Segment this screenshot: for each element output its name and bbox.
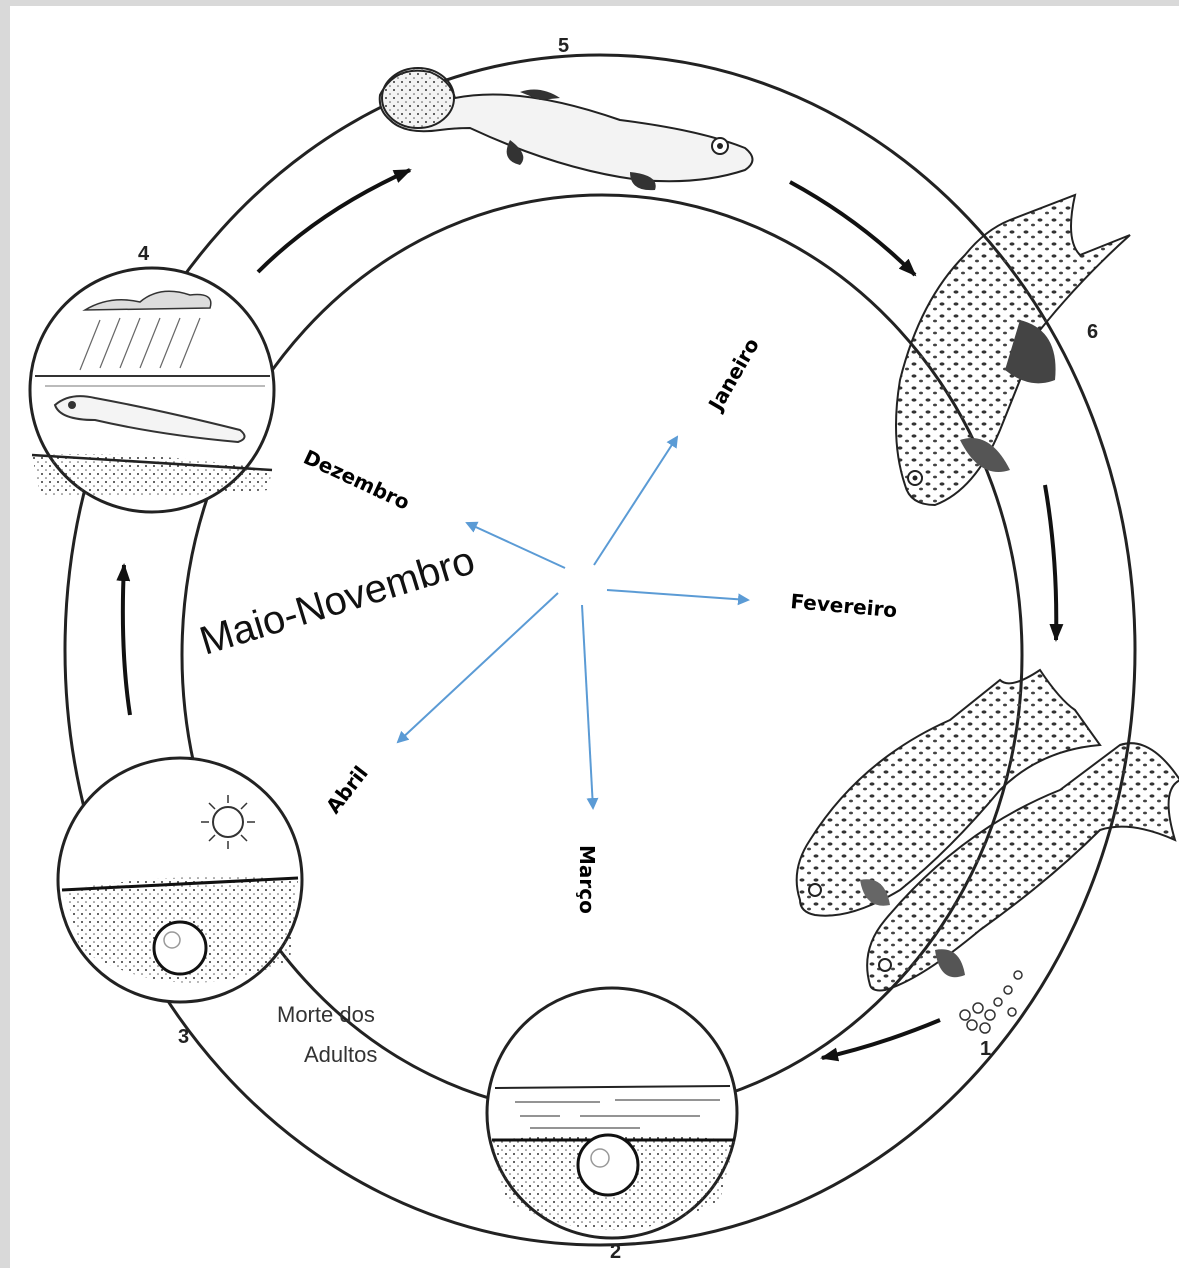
month-arrows [398, 437, 748, 808]
caption-line-1: Morte dos [277, 1002, 375, 1027]
arrow-fevereiro [607, 590, 748, 600]
stage-4-illustration [30, 268, 274, 512]
stage-number-4: 4 [138, 243, 150, 265]
stage-number-1: 1 [980, 1038, 991, 1060]
stage-number-2: 2 [610, 1241, 621, 1263]
stage-1-spawning-fish [797, 670, 1179, 1033]
arrow-dezembro [467, 523, 565, 568]
stage-number-6: 6 [1087, 321, 1098, 343]
caption-line-2: Adultos [304, 1042, 377, 1067]
month-label-janeiro: Janeiro [703, 334, 764, 416]
stage-5-juvenile-fish [380, 68, 753, 190]
month-label-dezembro: Dezembro [300, 445, 414, 515]
arrow-abril [398, 593, 558, 742]
stage-3-illustration [58, 758, 302, 1002]
month-label-fevereiro: Fevereiro [790, 589, 899, 622]
month-label-abril: Abril [321, 761, 373, 818]
stage-number-5: 5 [558, 35, 569, 57]
season-label: Maio-Novembro [195, 538, 480, 663]
stage-number-3: 3 [178, 1026, 189, 1048]
arrow-janeiro [594, 437, 677, 565]
arrow-marco [582, 605, 593, 808]
stage-2-illustration [487, 988, 737, 1238]
month-label-marco: Março [575, 845, 599, 914]
stage-6-adult-fish [896, 195, 1130, 505]
